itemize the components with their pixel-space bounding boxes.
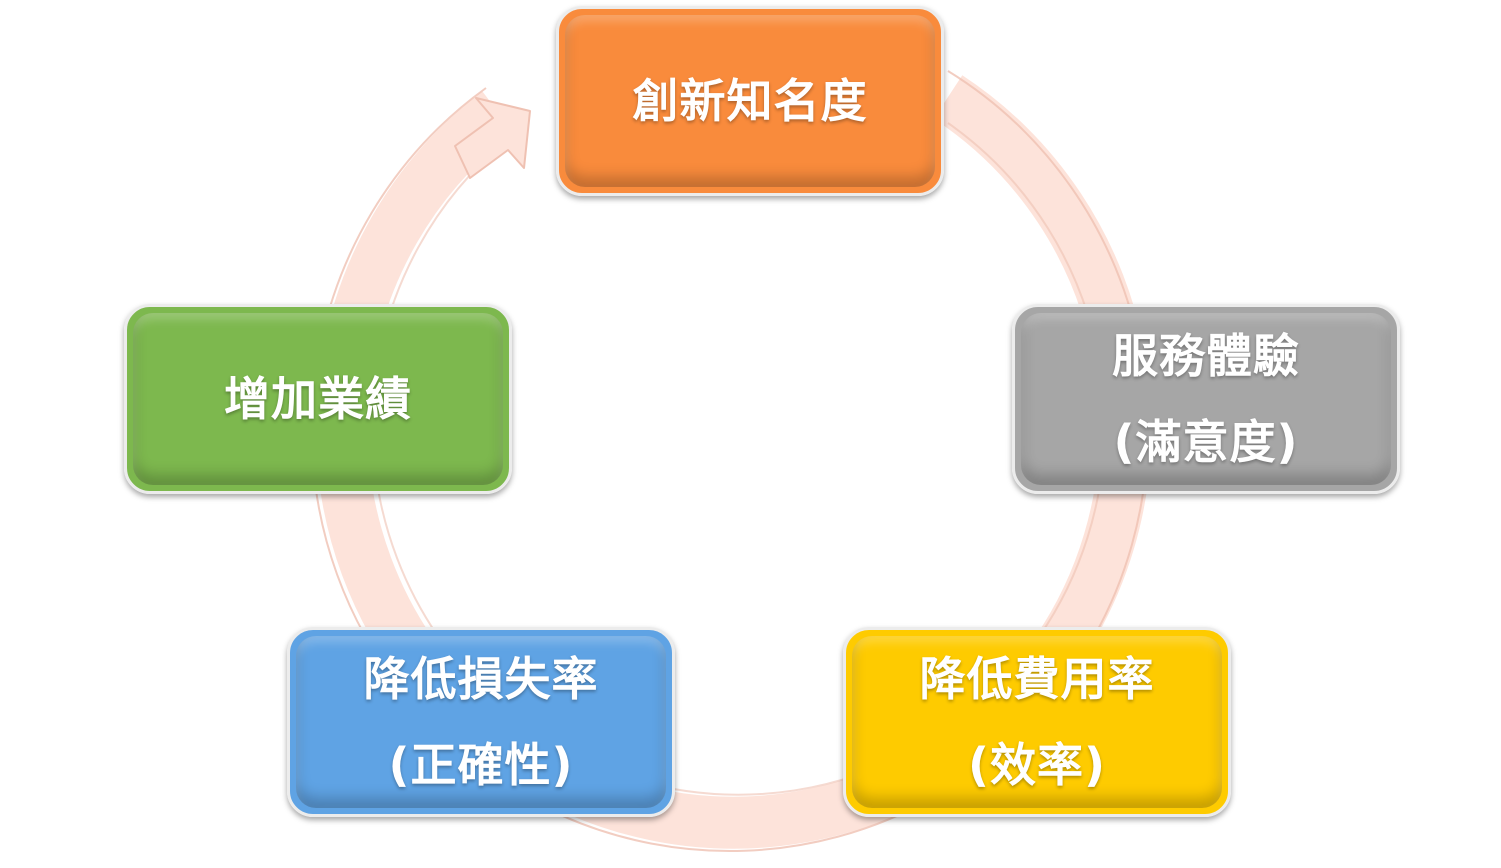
node-label: 創新知名度	[632, 74, 868, 128]
node-label: 服務體驗	[1112, 329, 1300, 383]
node-sublabel: (正確性)	[388, 738, 574, 792]
node-reduce-loss-ratio: 降低損失率 (正確性)	[287, 627, 675, 817]
node-label: 降低費用率	[919, 652, 1155, 706]
node-sublabel: (滿意度)	[1113, 415, 1299, 469]
node-increase-performance: 增加業績	[124, 304, 512, 494]
node-label: 降低損失率	[363, 652, 599, 706]
node-innovation-awareness: 創新知名度	[556, 6, 944, 196]
node-sublabel: (效率)	[967, 738, 1107, 792]
node-label: 增加業績	[224, 372, 412, 426]
node-reduce-expense-ratio: 降低費用率 (效率)	[843, 627, 1231, 817]
cycle-arrowhead	[454, 97, 531, 179]
node-service-experience: 服務體驗 (滿意度)	[1012, 304, 1400, 494]
